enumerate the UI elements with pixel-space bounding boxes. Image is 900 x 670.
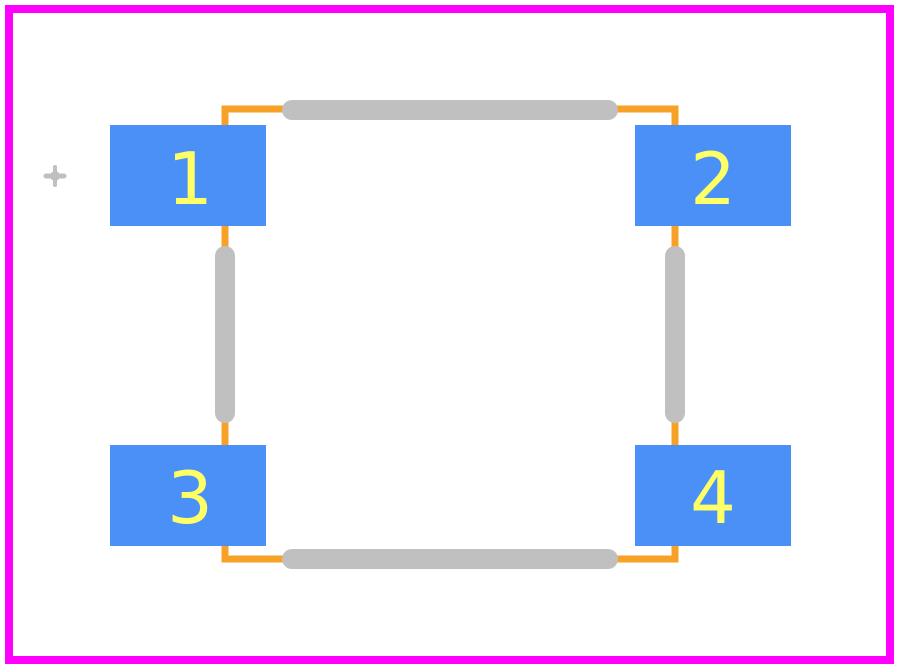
pad-3[interactable]: 3 bbox=[110, 445, 266, 546]
pad-3-label: 3 bbox=[167, 456, 213, 540]
fab-outline bbox=[221, 105, 679, 563]
pad-1[interactable]: 1 bbox=[110, 125, 266, 226]
pad-4-copper bbox=[635, 445, 791, 546]
pad-3-copper bbox=[110, 445, 266, 546]
pad-2-label: 2 bbox=[690, 137, 736, 221]
origin-crosshair-icon bbox=[43, 165, 67, 187]
courtyard-outline bbox=[5, 5, 894, 664]
pad-1-copper bbox=[110, 125, 266, 226]
pad-4[interactable]: 4 bbox=[635, 445, 791, 546]
pad-2[interactable]: 2 bbox=[635, 125, 791, 226]
silkscreen-lines bbox=[215, 100, 685, 569]
pad-2-copper bbox=[635, 125, 791, 226]
pad-1-label: 1 bbox=[167, 137, 213, 221]
pad-4-label: 4 bbox=[690, 456, 736, 540]
